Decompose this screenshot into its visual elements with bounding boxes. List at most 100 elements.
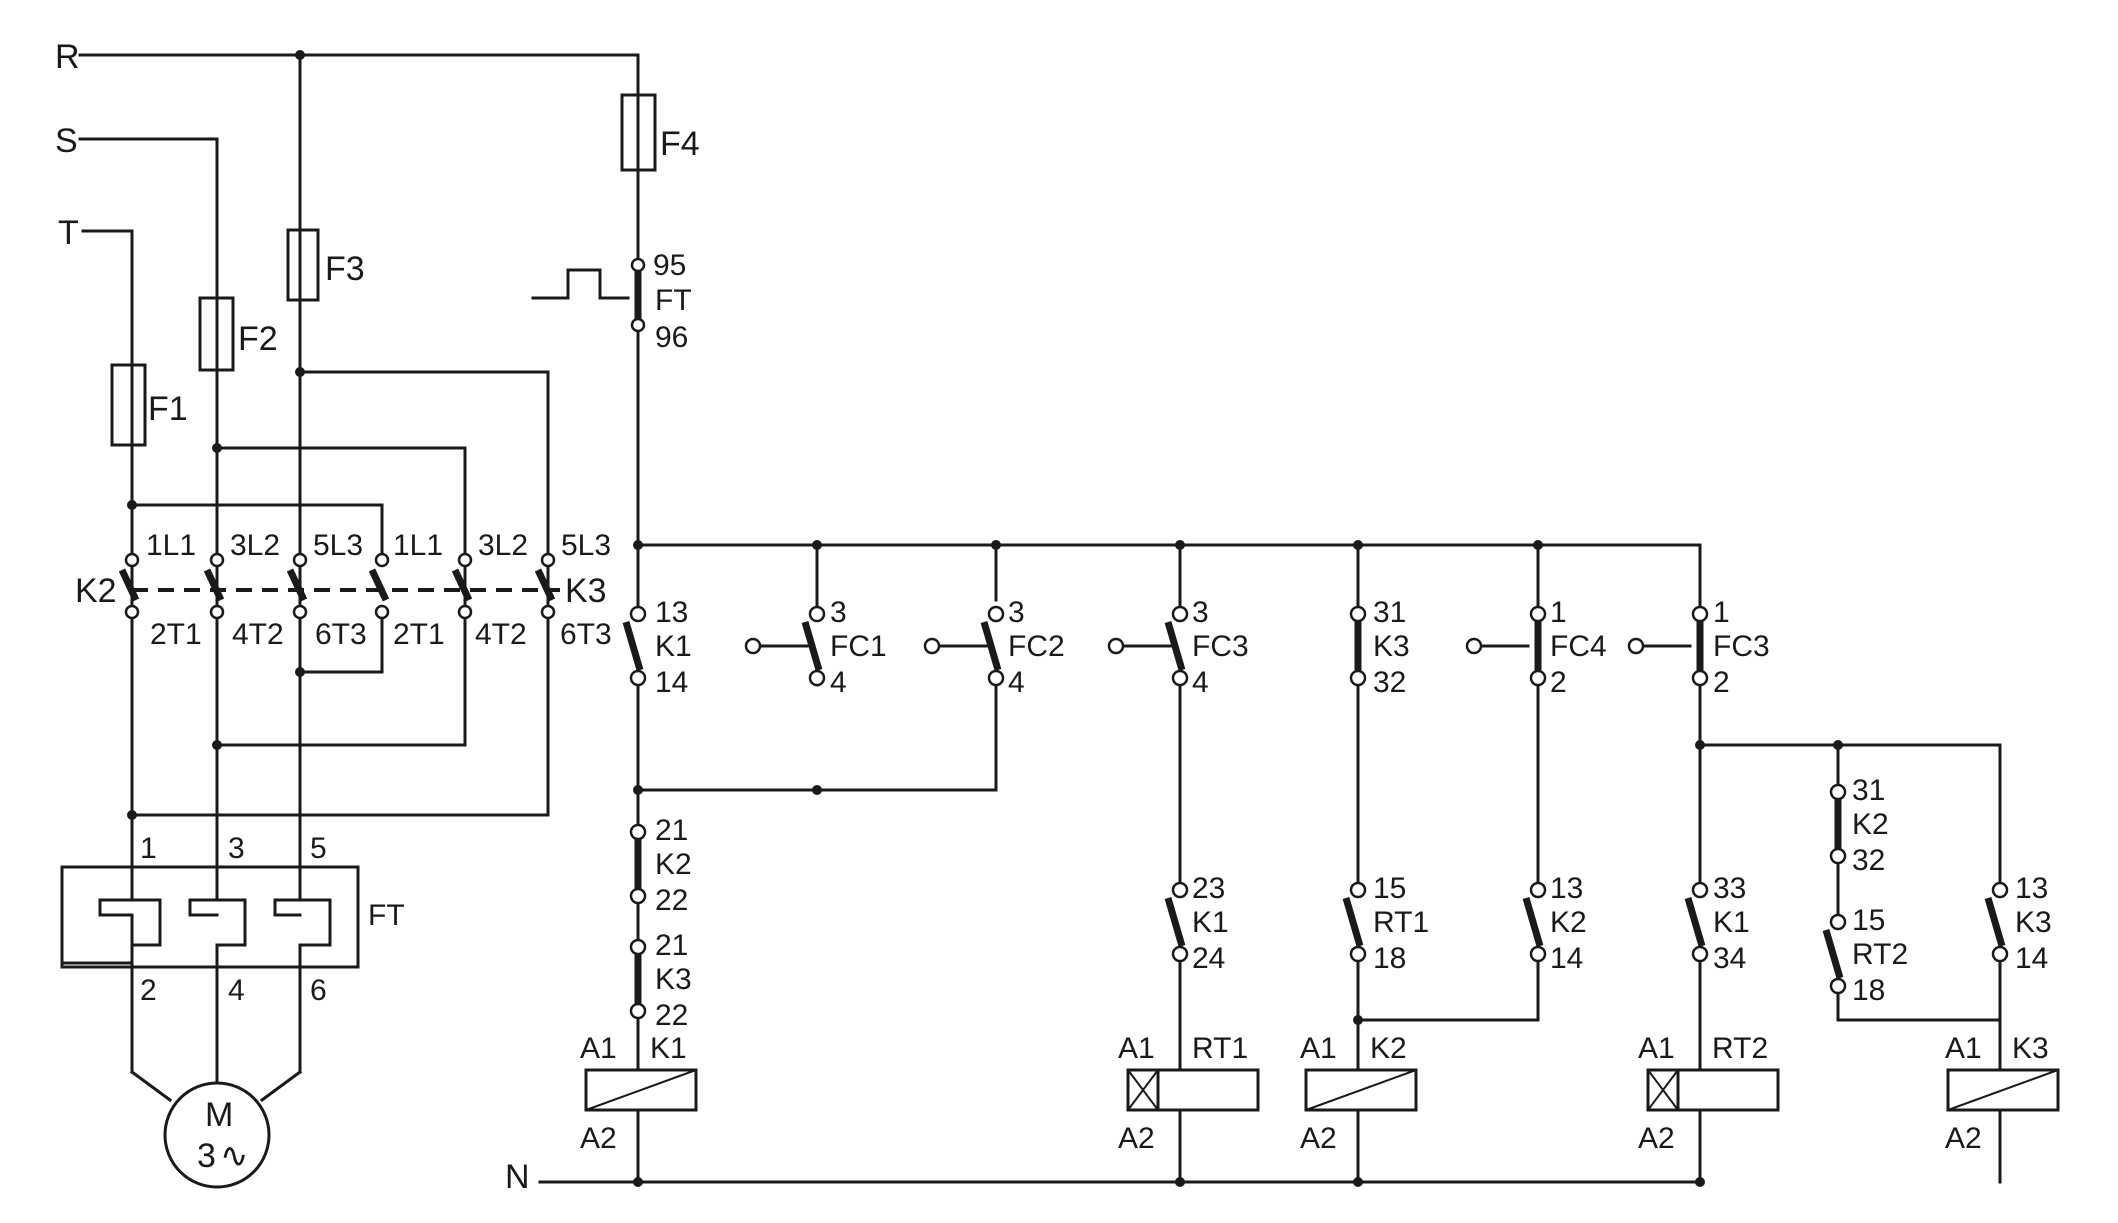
terminal <box>1349 605 1367 623</box>
terminal <box>1529 669 1547 687</box>
no-contact-blade <box>980 621 1002 671</box>
terminal <box>1829 783 1847 801</box>
actuator-roller <box>1107 637 1125 655</box>
coil-label: K1 <box>650 1032 687 1065</box>
power-cross-wiring <box>127 367 550 820</box>
contact-terminal-number: 3 <box>830 596 847 629</box>
line-t-label: T <box>58 214 79 252</box>
overload-body <box>60 865 360 969</box>
terminal-label: 5L3 <box>313 529 363 562</box>
terminal <box>292 604 308 620</box>
contact-terminal-number: 24 <box>1192 942 1225 975</box>
terminal <box>629 669 647 687</box>
coil-a1: A1 <box>580 1032 617 1065</box>
contact-terminal-number: 14 <box>1550 942 1583 975</box>
terminal <box>1171 605 1189 623</box>
junction-dot <box>812 540 822 550</box>
terminal <box>1529 945 1547 963</box>
contact-terminal-number: 21 <box>655 814 688 847</box>
terminal <box>1349 945 1367 963</box>
contact-label: FC3 <box>1713 630 1770 663</box>
power-contactors: K2 K3 1L1 3L2 5L3 1L1 3L2 5L3 2T1 4T2 6T… <box>75 503 612 651</box>
thermal-actuator <box>531 268 630 300</box>
control-circuit: F4 95 FT 96 13K1143FC143FC243FC3431K3321… <box>531 93 2060 1187</box>
terminal <box>124 552 140 568</box>
terminal <box>457 552 473 568</box>
k3-power-label: K3 <box>565 572 607 610</box>
terminal-label: 4T2 <box>475 618 527 651</box>
coil-a1: A1 <box>1638 1032 1675 1065</box>
no-contact-blade <box>1684 897 1706 947</box>
fuse-f4-label: F4 <box>660 125 700 163</box>
contact-terminal-number: 13 <box>655 596 688 629</box>
junction-dot <box>1175 1177 1185 1187</box>
overload-pole-out: 6 <box>310 974 327 1007</box>
coil-a2: A2 <box>1945 1122 1982 1155</box>
terminal <box>124 604 140 620</box>
junction-dot <box>1353 1177 1363 1187</box>
terminal <box>1691 945 1709 963</box>
junction-dot <box>1695 1177 1705 1187</box>
motor-label: M <box>205 1096 233 1134</box>
contact-label: K3 <box>1373 630 1410 663</box>
junction-dot <box>295 50 305 60</box>
contact-terminal-number: 23 <box>1192 872 1225 905</box>
coil-a2: A2 <box>580 1122 617 1155</box>
terminal-label: 3L2 <box>478 529 528 562</box>
contact-terminal-number: 4 <box>1008 666 1025 699</box>
terminal <box>629 1002 647 1020</box>
fuse-f2-label: F2 <box>238 320 278 358</box>
ft-contact-95: 95 <box>653 249 686 282</box>
contact-label: K2 <box>1550 906 1587 939</box>
motor-phases: 3 <box>197 1137 216 1175</box>
contact-label: K2 <box>1852 808 1889 841</box>
contact-terminal-number: 18 <box>1852 974 1885 1007</box>
contact-terminal-number: 13 <box>1550 872 1583 905</box>
terminal <box>1991 945 2009 963</box>
terminal-label: 6T3 <box>560 618 612 651</box>
terminal <box>808 669 826 687</box>
terminal <box>808 605 826 623</box>
contact-terminal-number: 2 <box>1713 666 1730 699</box>
contact-terminal-number: 34 <box>1713 942 1746 975</box>
contact-label: RT1 <box>1373 906 1429 939</box>
terminal <box>1829 977 1847 995</box>
terminal <box>1829 913 1847 931</box>
coil-a2: A2 <box>1118 1122 1155 1155</box>
terminal <box>209 604 225 620</box>
contact-label: K1 <box>1192 906 1229 939</box>
overload-pole-in: 5 <box>310 832 327 865</box>
overload-pole-in: 1 <box>140 832 157 865</box>
power-contact-blade <box>368 568 390 602</box>
terminal <box>1529 881 1547 899</box>
contact-terminal-number: 18 <box>1373 942 1406 975</box>
line-s-wire <box>78 137 219 1074</box>
power-contact-blade <box>203 568 225 602</box>
coil-a1: A1 <box>1945 1032 1982 1065</box>
no-contact-blade <box>622 621 644 671</box>
no-contact-blade <box>1164 897 1186 947</box>
terminal <box>1691 881 1709 899</box>
motor-ac-symbol: ∿ <box>220 1137 249 1175</box>
coil-a2: A2 <box>1638 1122 1675 1155</box>
junction-dot <box>812 785 822 795</box>
no-contact-blade <box>1822 929 1844 979</box>
no-contact-blade <box>1522 897 1544 947</box>
junction-dot <box>1695 740 1705 750</box>
contact-terminal-number: 1 <box>1550 596 1567 629</box>
terminal-label: 4T2 <box>232 618 284 651</box>
terminal <box>209 552 225 568</box>
contact-label: FC2 <box>1008 630 1065 663</box>
